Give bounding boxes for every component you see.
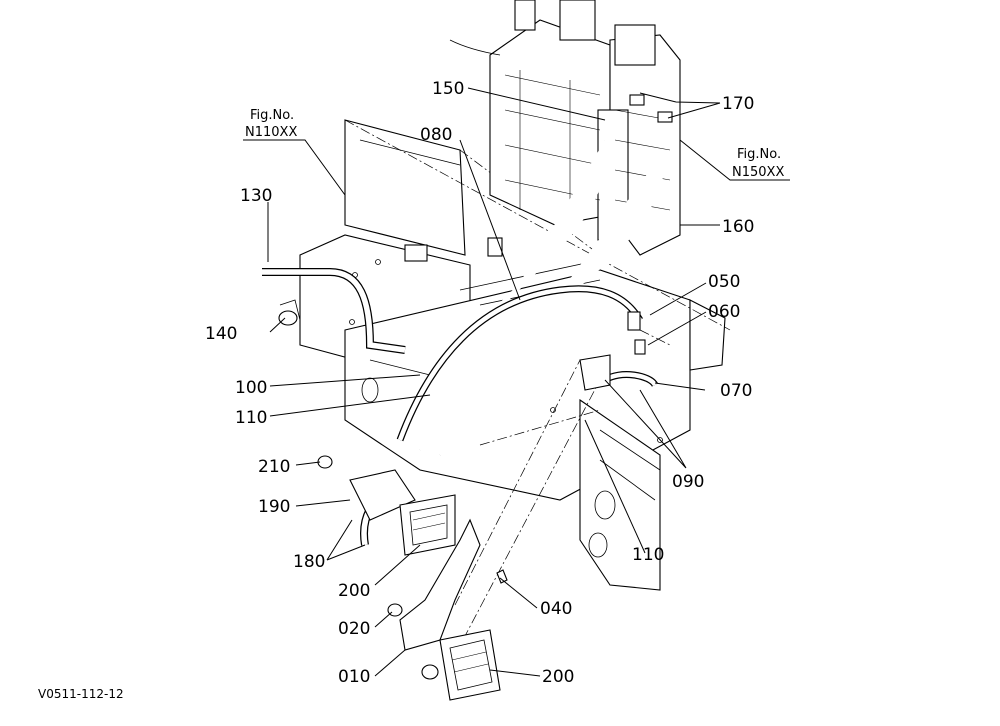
label-190: 190: [258, 497, 290, 517]
label-110-right: 110: [632, 545, 664, 565]
label-200-lower: 200: [542, 667, 574, 687]
bracket-assembly-upper: [349, 469, 456, 556]
label-060: 060: [708, 302, 740, 322]
label-090: 090: [672, 472, 704, 492]
label-080: 080: [420, 125, 452, 145]
hoses: [262, 139, 668, 546]
label-020: 020: [338, 619, 370, 639]
label-160: 160: [722, 217, 754, 237]
label-180: 180: [293, 552, 325, 572]
figure-ref-right-title: Fig.No.: [737, 147, 781, 162]
figure-ref-right: Fig.No. N150XX: [732, 147, 784, 180]
label-130: 130: [240, 186, 272, 206]
label-140: 140: [205, 324, 237, 344]
label-150: 150: [432, 79, 464, 99]
label-200-upper: 200: [338, 581, 370, 601]
leader-lines: [243, 87, 790, 677]
label-110-left: 110: [235, 408, 267, 428]
label-040: 040: [540, 599, 572, 619]
drawing-code: V0511-112-12: [38, 687, 124, 701]
label-100: 100: [235, 378, 267, 398]
label-010: 010: [338, 667, 370, 687]
bracket-assembly-lower: [399, 518, 501, 701]
figure-ref-right-code: N150XX: [732, 165, 784, 180]
figure-ref-left-code: N110XX: [245, 125, 297, 140]
figure-ref-left-title: Fig.No.: [250, 108, 294, 123]
label-170: 170: [722, 94, 754, 114]
figure-ref-left: Fig.No. N110XX: [245, 108, 297, 140]
label-070: 070: [720, 381, 752, 401]
small-parts: [278, 94, 673, 617]
label-210: 210: [258, 457, 290, 477]
radiator-assembly: [449, 0, 681, 256]
part-labels: 150 170 080 130 160 050 060 140 100 070 …: [205, 79, 754, 687]
label-050: 050: [708, 272, 740, 292]
reference-lines: [344, 119, 731, 656]
